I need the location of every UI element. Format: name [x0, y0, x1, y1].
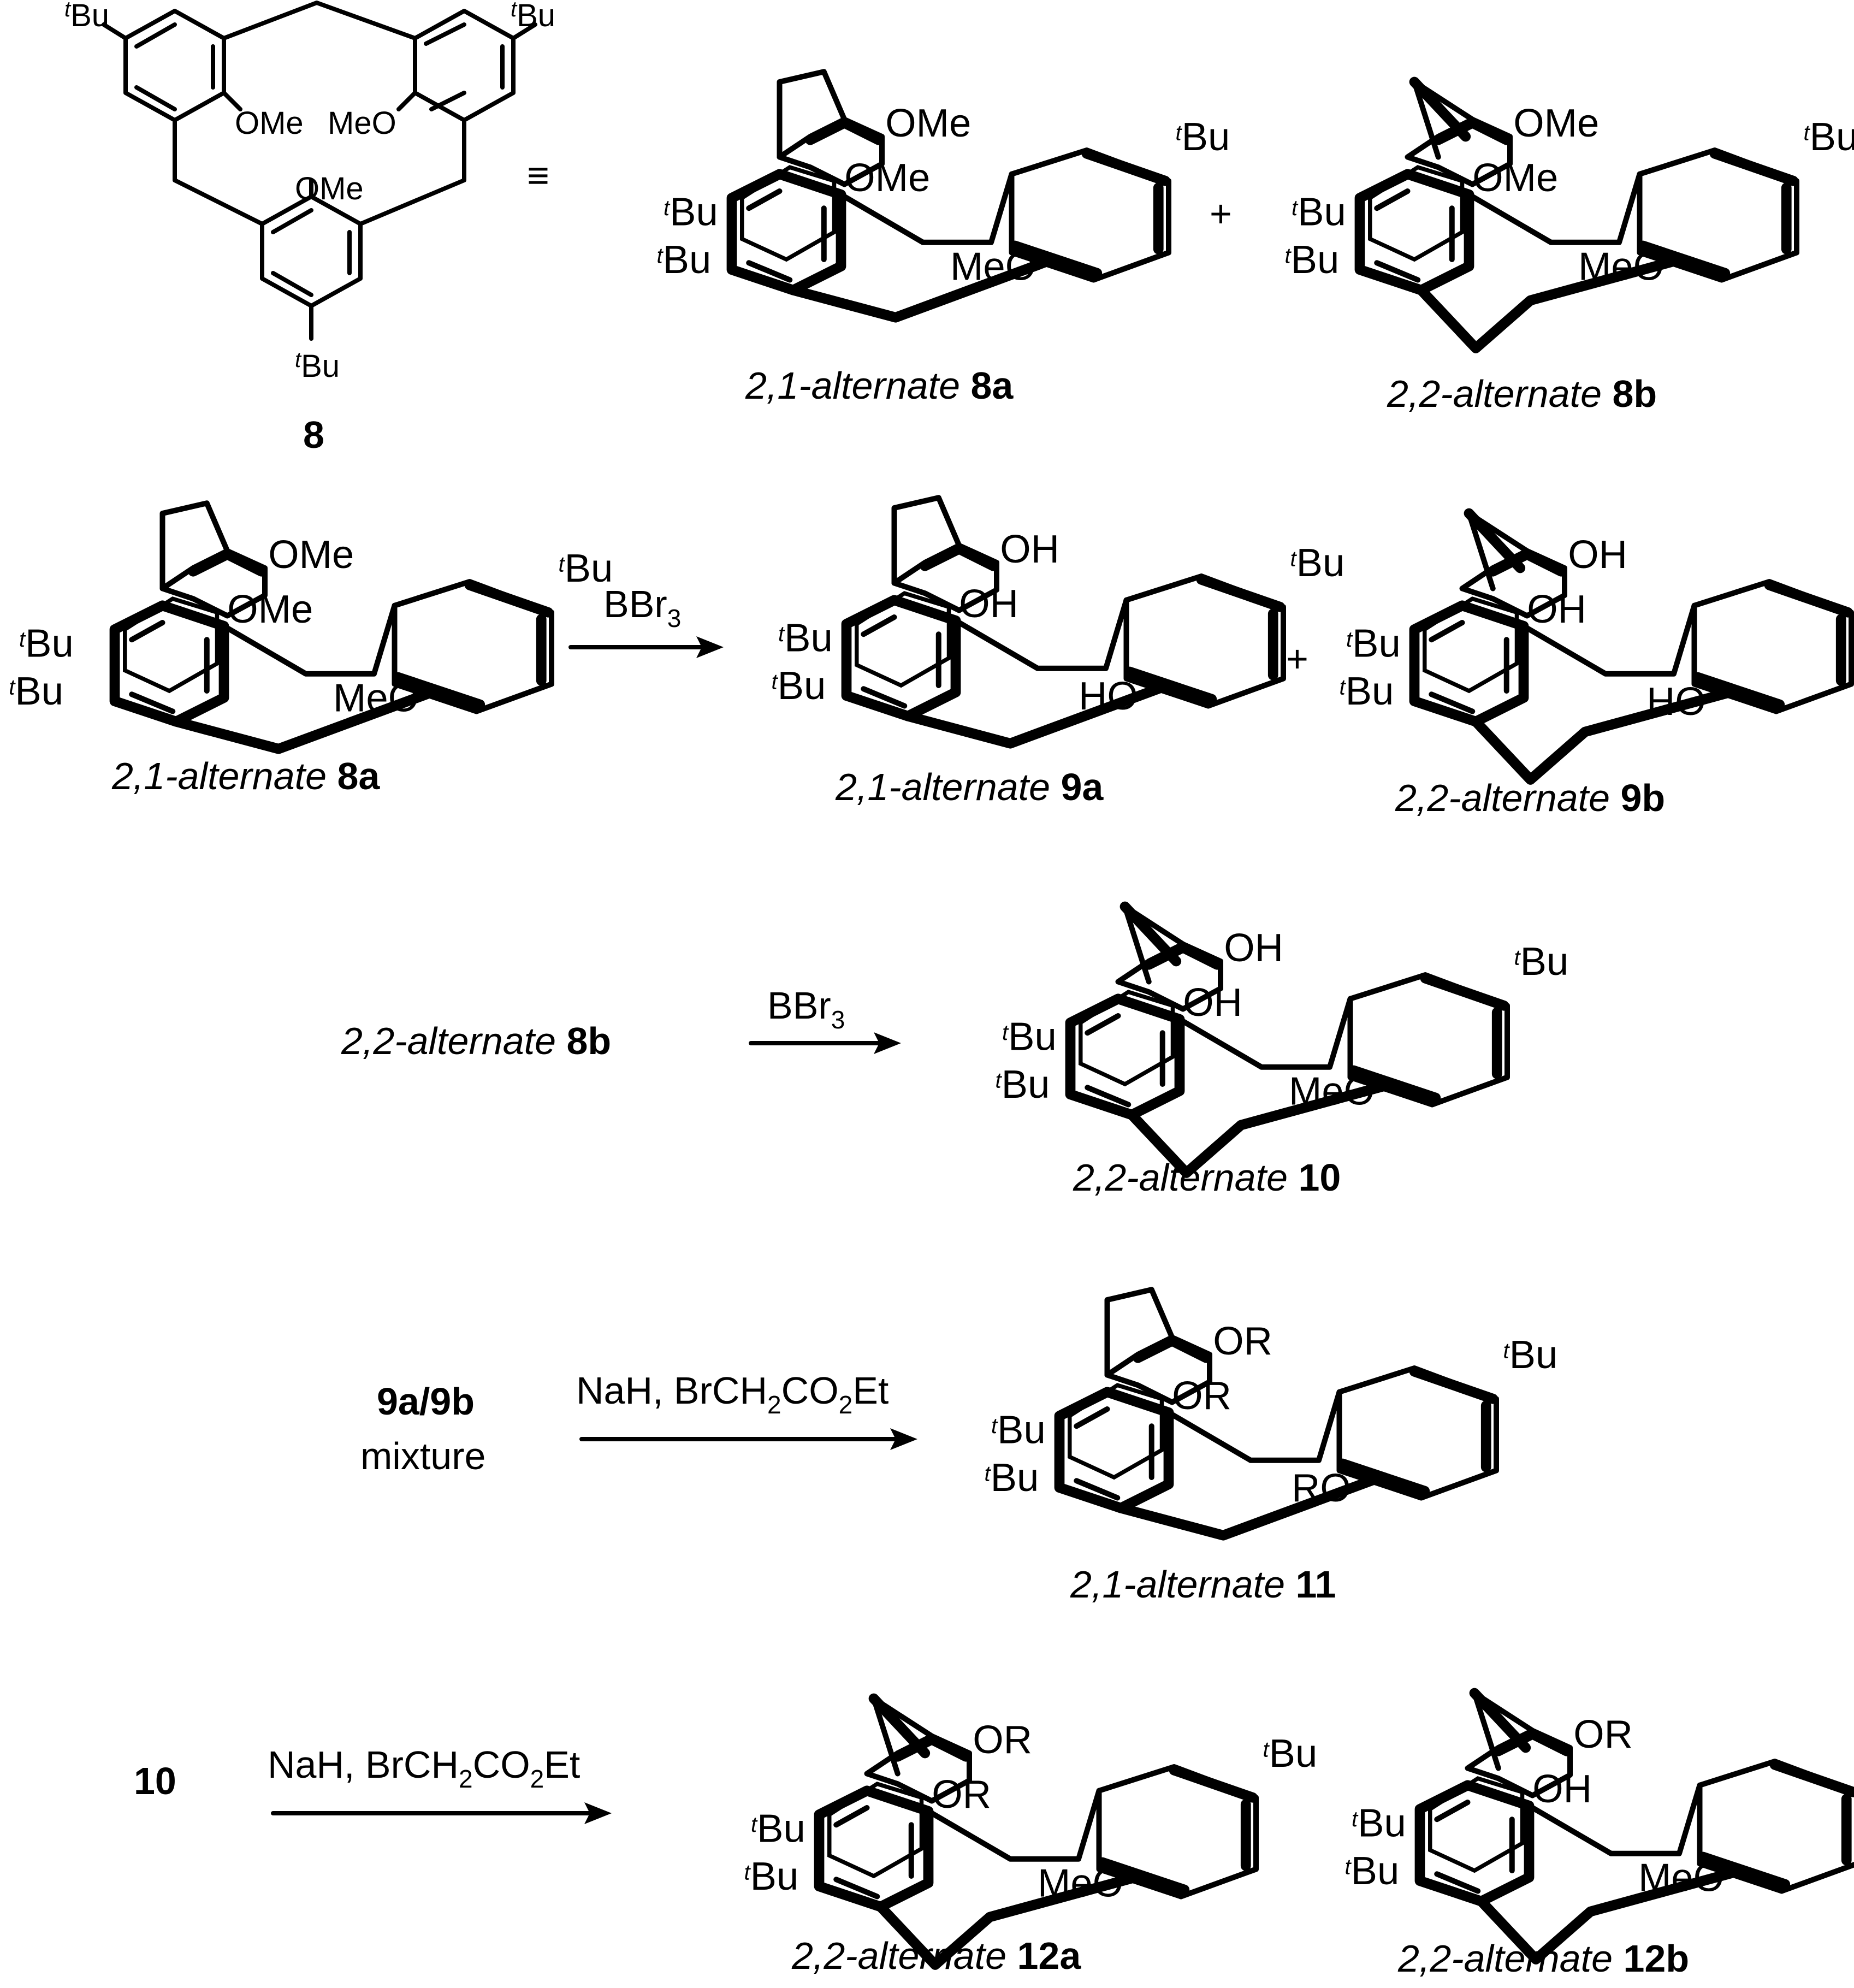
- label-or-11-1: OR: [1213, 1319, 1272, 1363]
- label-meo-12b: MeO: [1638, 1856, 1724, 1900]
- label-oh-10-1: OH: [1224, 926, 1283, 970]
- label-meo-8b: MeO: [1578, 245, 1664, 289]
- label-meo-10: MeO: [1289, 1069, 1375, 1114]
- reaction-arrow-4: NaH, BrCH2CO2Et: [268, 1743, 612, 1824]
- reagent-nah-1: NaH, BrCH2CO2Et: [576, 1369, 889, 1419]
- caption-11: 2,1-alternate 11: [1070, 1563, 1336, 1606]
- label-tbu-8b-1: tBu: [1292, 190, 1346, 234]
- label-tbu-8-bottom: tBu: [295, 348, 340, 384]
- label-tbu-9a-2: tBu: [772, 664, 826, 708]
- structure-10: OH OH MeO tBu tBu tBu: [996, 907, 1569, 1173]
- label-oh-9b-1: OH: [1568, 532, 1627, 577]
- structure-9a: OH OH HO tBu tBu tBu: [772, 498, 1345, 743]
- reactant-10: 10: [134, 1760, 176, 1802]
- label-oh-9a-1: OH: [1000, 527, 1059, 571]
- plus-sign-row1: +: [1210, 192, 1232, 235]
- structure-8a-row2: OMe OMe MeO tBu tBu tBu: [9, 503, 613, 749]
- label-oh-10-2: OH: [1183, 980, 1242, 1025]
- label-tbu-10-2: tBu: [996, 1062, 1050, 1107]
- plus-sign-row2: +: [1286, 637, 1308, 680]
- label-tbu-11-right: tBu: [1503, 1333, 1558, 1377]
- label-tbu-8a-1: tBu: [664, 190, 718, 234]
- reactant-mixture-note: mixture: [360, 1435, 485, 1477]
- structure-12a: OR OR MeO tBu tBu tBu: [744, 1699, 1318, 1965]
- label-ome-8b-2: OMe: [1472, 156, 1558, 200]
- label-tbu-8a-r2-right: tBu: [559, 546, 613, 590]
- label-tbu-9a-right: tBu: [1290, 541, 1345, 585]
- label-or-11-2: OR: [1172, 1374, 1231, 1418]
- reagent-nah-2: NaH, BrCH2CO2Et: [268, 1743, 580, 1793]
- label-tbu-8b-2: tBu: [1285, 238, 1340, 282]
- label-tbu-8-right: tBu: [511, 0, 555, 33]
- structure-9b: OH OH HO tBu tBu tBu: [1340, 513, 1854, 780]
- structure-11: OR OR RO tBu tBu tBu: [985, 1289, 1558, 1535]
- label-tbu-8-left: tBu: [64, 0, 109, 33]
- label-ho-9a: HO: [1079, 674, 1138, 718]
- label-tbu-12a-right: tBu: [1263, 1731, 1318, 1776]
- equivalence-symbol: ≡: [527, 154, 549, 197]
- label-tbu-9b-1: tBu: [1346, 622, 1401, 666]
- structure-8b-top: OMe OMe MeO tBu tBu tBu: [1285, 82, 1854, 348]
- label-ome-8a-1: OMe: [885, 101, 971, 145]
- label-tbu-8a-r2-2: tBu: [9, 669, 63, 713]
- label-ome-8a-r2-1: OMe: [268, 532, 354, 577]
- label-tbu-12b-2: tBu: [1345, 1849, 1400, 1893]
- label-tbu-9b-2: tBu: [1340, 669, 1394, 713]
- structure-12b: OR OH MeO tBu tBu tBu: [1345, 1693, 1854, 1960]
- label-or-12a-1: OR: [973, 1718, 1032, 1762]
- reactant-8b-row3: 2,2-alternate 8b: [341, 1020, 611, 1062]
- compound-number-8: 8: [303, 413, 324, 456]
- label-tbu-10-right: tBu: [1514, 939, 1569, 984]
- reagent-bbr3-1: BBr3: [603, 583, 681, 632]
- label-tbu-8a-right: tBu: [1176, 115, 1230, 159]
- label-ome-8a-2: OMe: [844, 156, 930, 200]
- reactant-9a9b: 9a/9b: [377, 1380, 475, 1423]
- label-tbu-11-1: tBu: [991, 1408, 1046, 1452]
- label-ro-11: RO: [1292, 1466, 1351, 1510]
- label-ome-8b-1: OMe: [1513, 101, 1599, 145]
- label-tbu-11-2: tBu: [985, 1455, 1039, 1500]
- reagent-bbr3-2: BBr3: [767, 984, 845, 1034]
- label-oh-12b: OH: [1532, 1767, 1592, 1811]
- caption-12a: 2,2-alternate 12a: [791, 1934, 1081, 1977]
- label-meo-8-right: MeO: [328, 105, 396, 141]
- structure-8: tBu tBu tBu OMe MeO OMe 8 ≡: [64, 0, 555, 456]
- label-meo-12a: MeO: [1038, 1861, 1123, 1906]
- label-tbu-12a-1: tBu: [751, 1807, 805, 1851]
- label-tbu-8a-2: tBu: [657, 238, 712, 282]
- caption-9b: 2,2-alternate 9b: [1395, 777, 1665, 819]
- label-meo-8a: MeO: [950, 245, 1036, 289]
- label-ome-8a-r2-2: OMe: [227, 587, 313, 631]
- reaction-arrow-2: BBr3: [749, 984, 901, 1054]
- label-oh-9a-2: OH: [959, 582, 1018, 626]
- label-tbu-12b-1: tBu: [1352, 1801, 1406, 1845]
- label-or-12b: OR: [1573, 1712, 1633, 1756]
- label-tbu-8b-right: tBu: [1804, 115, 1854, 159]
- label-ho-9b: HO: [1646, 679, 1706, 724]
- label-tbu-12a-2: tBu: [744, 1854, 799, 1898]
- label-tbu-8a-r2-1: tBu: [19, 622, 74, 666]
- caption-12b: 2,2-alternate 12b: [1397, 1937, 1689, 1980]
- label-meo-8a-r2: MeO: [333, 676, 419, 720]
- label-oh-9b-2: OH: [1527, 587, 1586, 631]
- label-ome-8-bottom: OMe: [295, 171, 364, 206]
- caption-9a: 2,1-alternate 9a: [835, 766, 1104, 808]
- reaction-arrow-1: BBr3: [568, 583, 724, 658]
- caption-8a-row2: 2,1-alternate 8a: [111, 755, 380, 797]
- caption-8b-top: 2,2-alternate 8b: [1387, 372, 1657, 415]
- label-or-12a-2: OR: [932, 1772, 991, 1817]
- structure-8a-top: OMe OMe MeO tBu tBu tBu: [657, 72, 1230, 317]
- reaction-arrow-3: NaH, BrCH2CO2Et: [576, 1369, 917, 1450]
- caption-10: 2,2-alternate 10: [1073, 1156, 1341, 1199]
- caption-8a-top: 2,1-alternate 8a: [745, 364, 1014, 407]
- label-tbu-10-1: tBu: [1002, 1015, 1057, 1059]
- label-ome-8-left: OMe: [235, 105, 304, 141]
- label-tbu-9a-1: tBu: [778, 616, 833, 660]
